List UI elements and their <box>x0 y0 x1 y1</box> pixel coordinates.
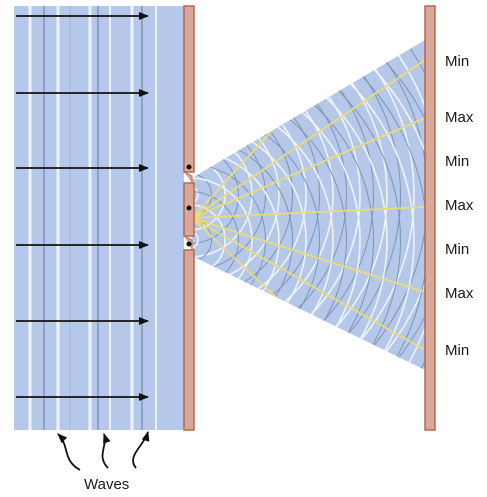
fringe-ray <box>192 217 425 351</box>
wavefront-arc <box>192 42 388 370</box>
wavefront-arc <box>192 78 307 312</box>
wavefront-arc <box>192 110 320 370</box>
incident-arrows <box>16 12 149 401</box>
screen-label-min: Min <box>445 53 470 70</box>
wavefront-arc <box>192 40 361 366</box>
wavefront-arc <box>192 132 253 258</box>
screen-label-min: Min <box>445 153 470 170</box>
wavefront-arc <box>192 204 226 276</box>
incident-wave-region <box>14 6 184 430</box>
fringe-ray <box>192 206 425 219</box>
interference-pattern <box>192 40 425 370</box>
wavefront-arc <box>192 150 280 330</box>
slit-source-dot <box>186 241 192 247</box>
double-slit-barrier <box>183 5 195 431</box>
screen-label-max: Max <box>445 197 474 214</box>
wavefront-arc <box>192 56 374 370</box>
wavefront-arc <box>192 105 280 285</box>
screen-label-max: Max <box>445 285 474 302</box>
wavefront-arc <box>192 137 293 343</box>
wavefront-arc <box>192 164 266 316</box>
wavefront-arc <box>192 40 374 370</box>
fringe-ray <box>192 117 425 219</box>
wavefront-arc <box>192 96 334 370</box>
wavefront-arc <box>192 119 266 271</box>
wavefront-arc <box>192 65 320 325</box>
wavefront-arc <box>192 40 401 370</box>
wavefront-arc <box>192 123 307 357</box>
slit-source-dot <box>186 205 192 211</box>
plane-wavefronts <box>28 6 157 430</box>
wavefront-arc <box>192 191 239 289</box>
fringe-ray <box>192 217 425 293</box>
wavefront-arc <box>192 218 212 262</box>
wavefront-arc <box>192 40 415 370</box>
wavefront-arc <box>192 40 347 352</box>
screen <box>424 5 436 431</box>
wavefront-arc <box>192 51 334 339</box>
wavefront-arc <box>192 186 199 204</box>
wavefront-arc <box>192 40 401 370</box>
waves-pointer-arrows <box>57 431 150 471</box>
wavefront-arc <box>192 83 347 370</box>
wavefront-arc <box>192 173 212 217</box>
wavefront-arc <box>192 92 293 298</box>
wavefront-arc <box>192 177 253 303</box>
screen-label-max: Max <box>445 109 474 126</box>
wavefront-arc <box>192 231 199 249</box>
screen-label-min: Min <box>445 342 470 359</box>
slit-source-dot <box>186 164 192 170</box>
wavefront-arc <box>192 69 361 370</box>
fringe-ray <box>192 59 425 219</box>
wavefront-arc <box>192 146 239 244</box>
wavefront-arc <box>192 40 388 370</box>
wavefront-arc <box>192 40 415 370</box>
waves-label: Waves <box>84 476 130 493</box>
screen-label-min: Min <box>445 241 470 258</box>
